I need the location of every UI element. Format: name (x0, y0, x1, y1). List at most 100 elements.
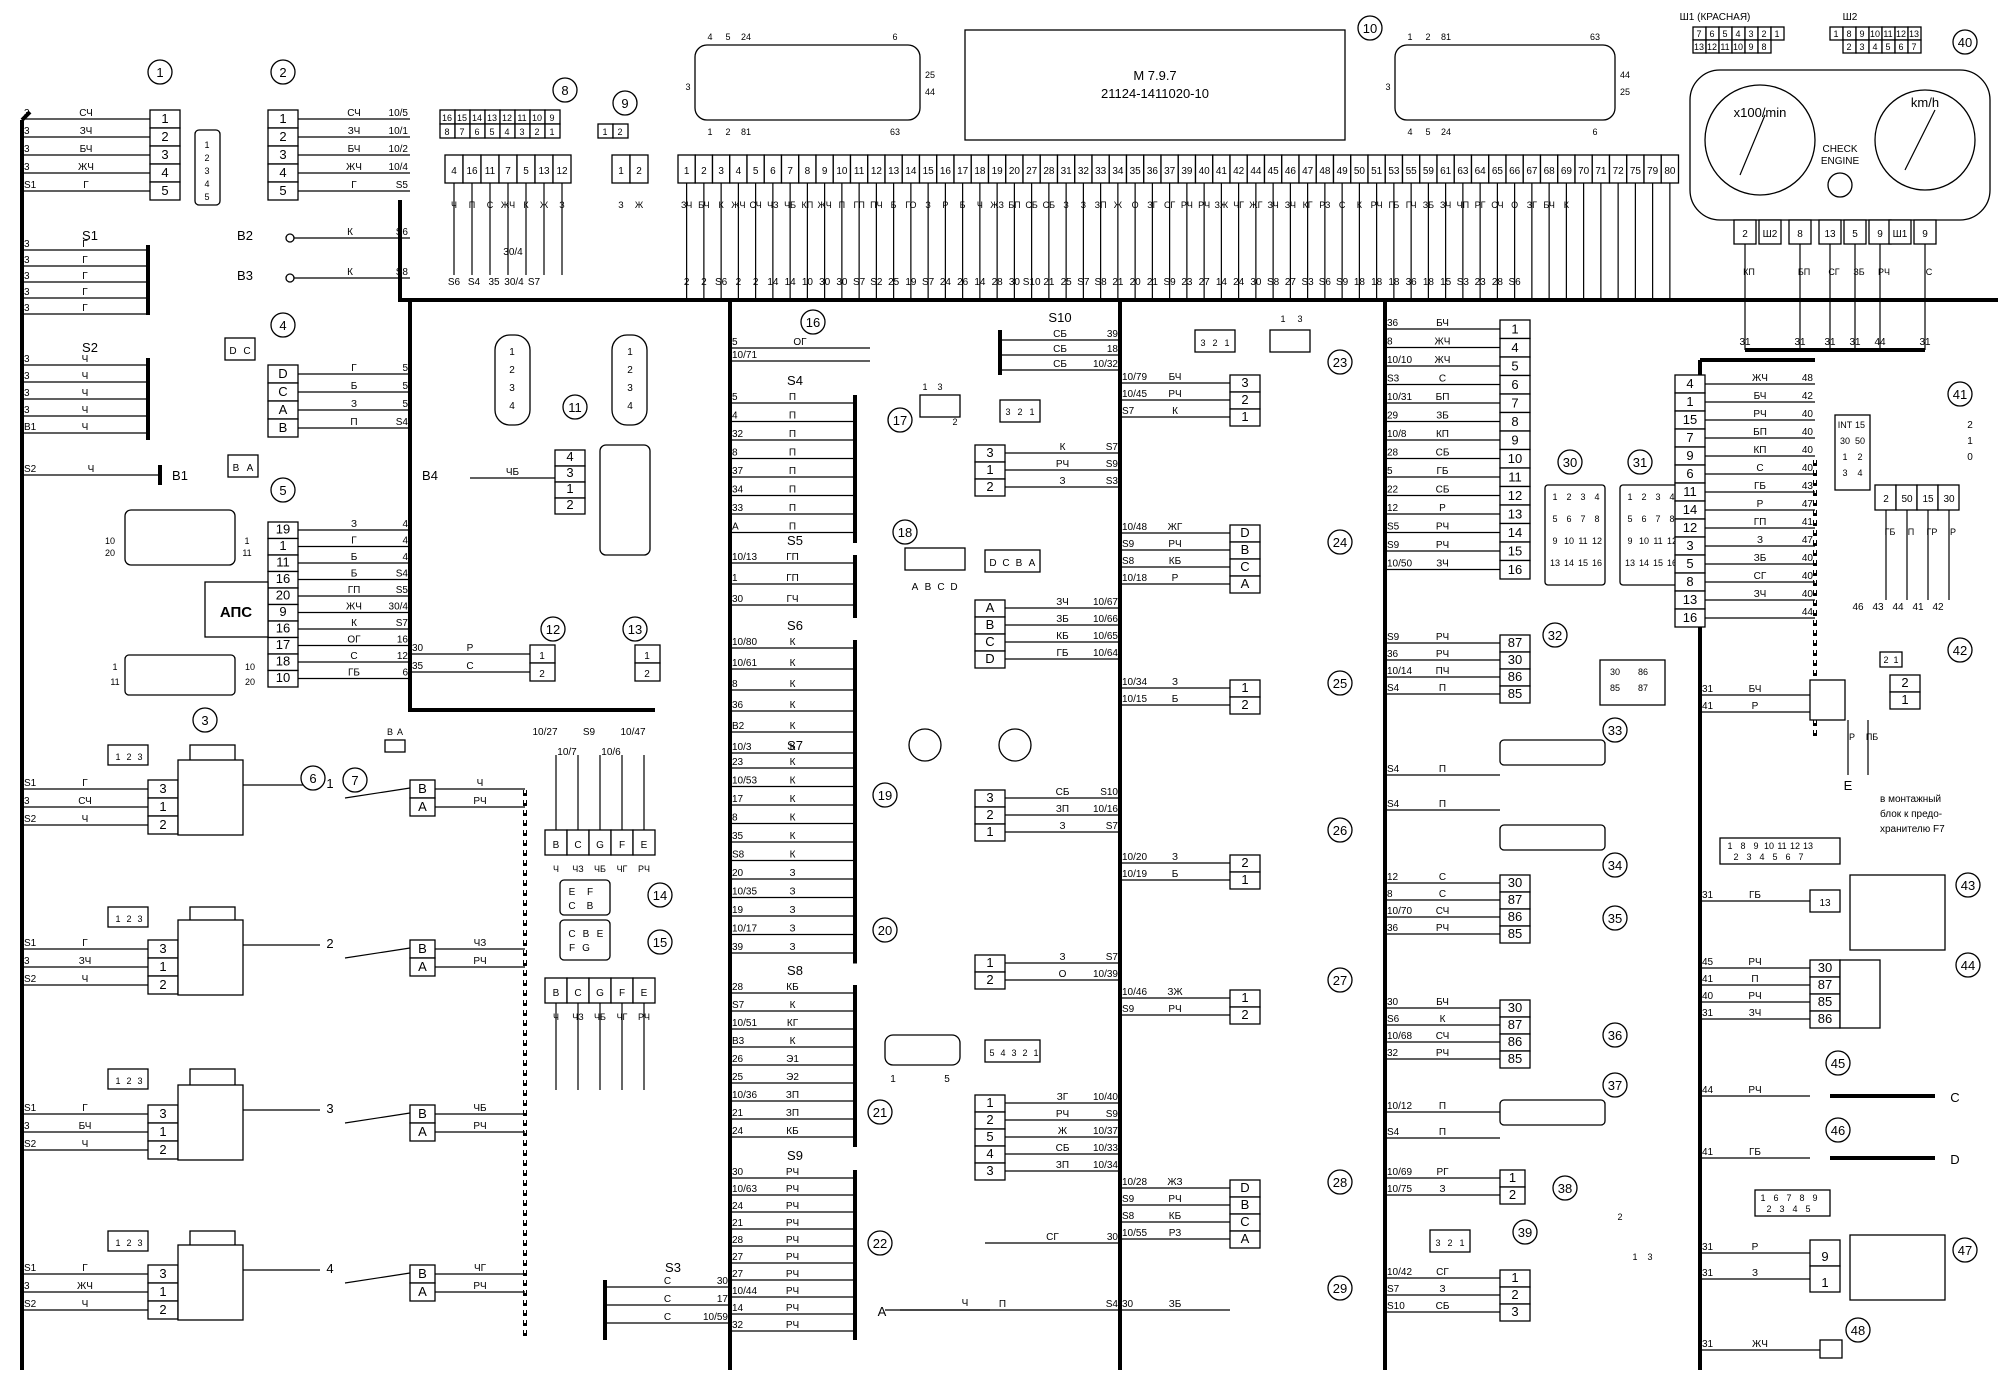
aps-conn-pin: 20 (245, 677, 255, 687)
c31-pin-label: 1 (1686, 394, 1693, 409)
injector3-wire-color: ЧБ (473, 1103, 487, 1114)
s2-wire-from: 3 (24, 405, 30, 416)
c42-pin (1889, 691, 1921, 710)
component-number-circle (270, 59, 296, 85)
conn1-plug-pin: 3 (204, 166, 209, 176)
sh1-pin-label: 9 (1748, 42, 1753, 52)
coil2-pin-label: 1 (159, 959, 166, 974)
c32-socket-pin: 86 (1638, 667, 1648, 677)
conn4-socket-pin: C (243, 346, 250, 357)
component-number: 29 (1333, 1281, 1347, 1296)
inj-conn (384, 739, 406, 753)
c30-wire-from: 22 (1387, 485, 1399, 496)
c38-wire-color: З (1439, 1184, 1445, 1195)
conn9-pin (612, 123, 629, 139)
cluster-pin-label: Ш2 (1763, 229, 1778, 240)
c30-pin-label: 6 (1511, 377, 1518, 392)
ecu-wire-color: О (1511, 200, 1518, 210)
component-number: 3 (201, 713, 208, 728)
c26-wire-from: 10/20 (1122, 852, 1147, 863)
ecu-pin-label: 6 (770, 166, 776, 177)
c17-plug (919, 394, 961, 418)
s4-wire-from: 5 (732, 392, 738, 403)
c30-pin-label: 13 (1508, 507, 1522, 522)
c45-wire-from: 44 (1702, 1085, 1714, 1096)
s9-wire-color: РЧ (786, 1235, 799, 1246)
c31-wire-color: БЧ (1754, 391, 1767, 402)
conn4-socket (224, 337, 256, 361)
c27-wire-color: ЗЖ (1167, 987, 1183, 998)
coil-socket-pin: 3 (137, 1238, 142, 1248)
injector-body (344, 787, 411, 799)
ecu-wire-color: Р (942, 200, 948, 210)
c44-wire-color: РЧ (1748, 957, 1761, 968)
c18-pin-label: A (986, 600, 995, 615)
c17-wire-to: S9 (1106, 459, 1119, 470)
ecu-wire-color: БЧ (698, 200, 710, 210)
c36-wire-from: 32 (1387, 1048, 1399, 1059)
c47-conn-pin: 1 (1760, 1193, 1765, 1203)
conn9-pin-label: 2 (617, 127, 622, 137)
component-number: 41 (1953, 387, 1967, 402)
sh2-pin-label: 6 (1898, 42, 1903, 52)
c24-pin-label: D (1240, 525, 1249, 540)
ecu-pin-label: 61 (1440, 166, 1452, 177)
c30-block-pin: 10 (1564, 536, 1574, 546)
conn14-socket-pin: C (568, 901, 575, 912)
injector4-pin-label: B (418, 1266, 427, 1281)
c31-block-pin: 10 (1639, 536, 1649, 546)
ecu-pin-label: 41 (1216, 166, 1228, 177)
aps-pin-label: 20 (276, 588, 290, 603)
c43-conn-pin: 10 (1764, 841, 1774, 851)
conn8-row-label: 16 (466, 166, 478, 177)
ecu-wire-color: СЧ (1491, 200, 1503, 210)
c44-pin-label: 30 (1818, 960, 1832, 975)
s6-wire-color: К (790, 658, 796, 669)
conn15-wire-color: ЧБ (594, 1012, 606, 1022)
conn15-socket-pin: C (568, 929, 575, 940)
s9-wire-color: РЧ (786, 1218, 799, 1229)
s8-wire-from: 28 (732, 982, 744, 993)
aps-wire-to: 16 (397, 635, 409, 646)
ecu-conn-left-pin: 25 (925, 70, 935, 80)
c22-wire-to: 30 (1107, 1232, 1119, 1243)
ecu-wire-end: 18 (1388, 277, 1400, 288)
ecu-wire-color: ЗЧ (1285, 200, 1296, 210)
c23-pin-label: 2 (1241, 392, 1248, 407)
conn2-wire-color: СЧ (347, 108, 361, 119)
c32-wire-color: П (1439, 683, 1446, 694)
c31-wire-color: РЧ (1753, 409, 1766, 420)
c28-wire-from: S9 (1122, 1194, 1135, 1205)
ecu-pin-label: 31 (1061, 166, 1073, 177)
c18-wire-color: ЗЧ (1056, 597, 1069, 608)
ecu-pin-label: 55 (1406, 166, 1418, 177)
s6-wire-from: В2 (732, 721, 745, 732)
conn4-pin-label: B (279, 420, 288, 435)
c41-block-pin: 1 (1842, 452, 1847, 462)
pump-connector-a (494, 334, 531, 426)
c39-pin-label: 3 (1511, 1304, 1518, 1319)
injector2-wire-color: РЧ (473, 956, 486, 967)
conn1-plug-pin: 4 (204, 179, 209, 189)
s3-wire-to: 30 (717, 1276, 729, 1287)
ecu-pin-label: 2 (701, 166, 707, 177)
c43-pin-label: 13 (1819, 898, 1831, 909)
aps-wire-color: ОГ (347, 635, 361, 646)
ecu-conn-left-pin: 24 (741, 32, 751, 42)
ecu-pin-label: 18 (974, 166, 986, 177)
c31-pin-label: 8 (1686, 574, 1693, 589)
ecu-wire-end: S2 (870, 277, 883, 288)
c25-pin-label: 1 (1241, 680, 1248, 695)
ecu-wire-color: ЗГ (1527, 200, 1537, 210)
s10-wire-to: 18 (1107, 344, 1119, 355)
ecu-label: М 7.9.7 (1133, 68, 1176, 83)
conn4-wire-color: Б (351, 381, 358, 392)
c20-wire-color: З (1059, 952, 1065, 963)
conn14-top-end: 10/6 (601, 747, 621, 758)
conn15-wire-color: ЧГ (617, 1012, 628, 1022)
sh2-pin-label: 2 (1846, 42, 1851, 52)
conn14-socket (559, 879, 611, 916)
conn4-socket-pin: D (229, 346, 236, 357)
s2-wire-from: В1 (24, 422, 37, 433)
